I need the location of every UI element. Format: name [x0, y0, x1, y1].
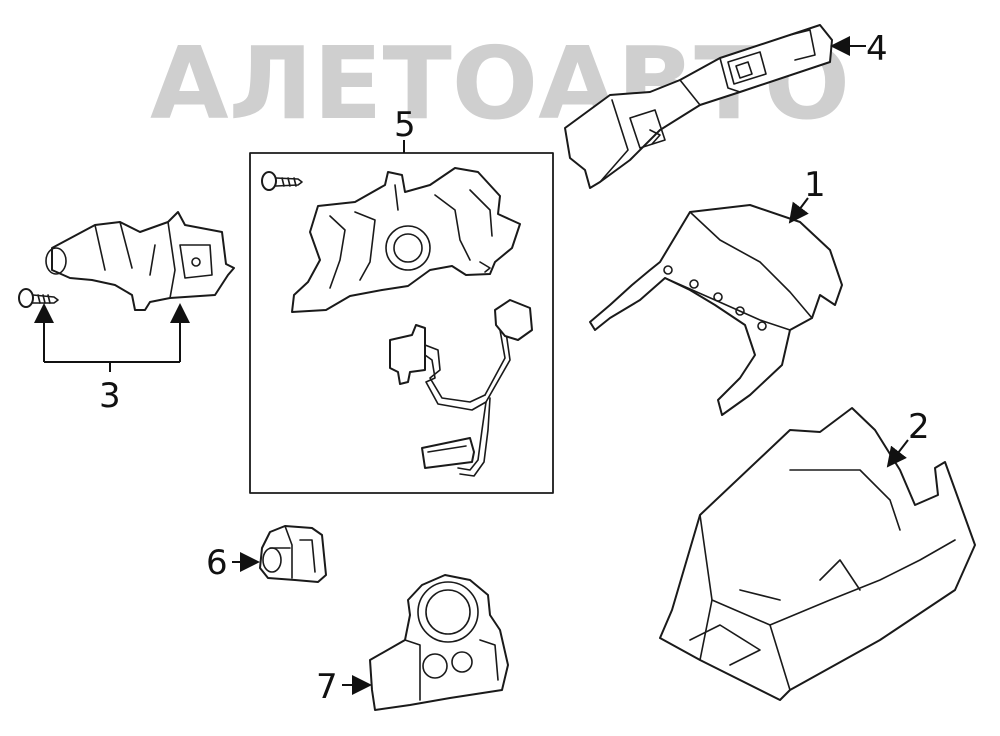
- callout-6: 6: [206, 543, 228, 583]
- leader-lines: [34, 36, 909, 695]
- callout-2: 2: [908, 407, 930, 447]
- callout-5: 5: [394, 105, 416, 145]
- part-2-lower-column-cover: [659, 407, 976, 701]
- callout-4: 4: [866, 29, 888, 69]
- part-3-turn-signal-switch: [45, 211, 235, 311]
- part-5-bracket: [291, 167, 521, 313]
- callout-3: 3: [99, 376, 121, 416]
- leader-1: [788, 197, 809, 224]
- callout-7: 7: [316, 667, 338, 707]
- part-1-upper-column-cover: [589, 204, 843, 416]
- part-4-wiper-switch: [564, 24, 833, 189]
- part-5-wiring-harness: [389, 299, 533, 477]
- part-7-steering-angle-sensor: [369, 574, 509, 711]
- part-5-screw: [261, 171, 303, 191]
- part-3-screw: [18, 288, 59, 308]
- leader-2: [886, 439, 909, 468]
- part-6-switch: [259, 525, 327, 583]
- callout-1: 1: [804, 165, 826, 205]
